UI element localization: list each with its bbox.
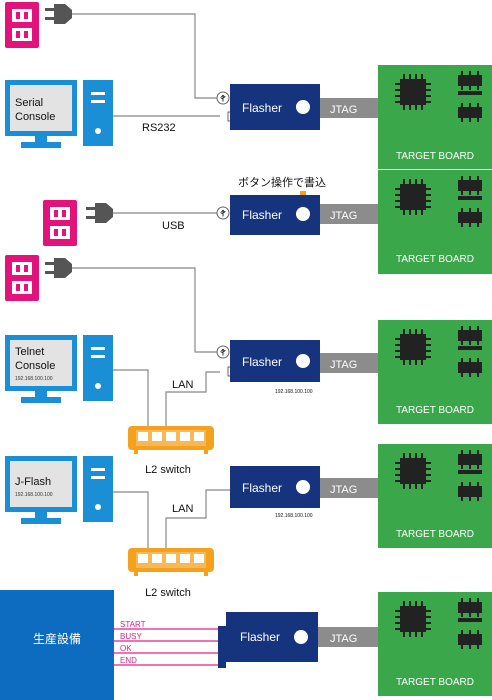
flasher-button (296, 354, 310, 368)
lan-cable-pc (113, 369, 149, 426)
button-write-label: ボタン操作で書込 (238, 175, 326, 189)
network-switch-icon (128, 426, 214, 454)
flasher-label: Flasher (242, 208, 282, 222)
power-outlet-icon (5, 255, 39, 301)
jtag-label: JTAG (330, 210, 357, 222)
power-plug-icon (45, 258, 72, 278)
flasher-label: Flasher (242, 101, 282, 115)
jtag-cable (320, 353, 378, 373)
flasher-label: Flasher (242, 355, 282, 369)
signal-ok-label: OK (120, 644, 132, 653)
target-board-label: TARGET BOARD (396, 151, 474, 162)
pc-ip-label: 192.168.100.100 (15, 492, 53, 498)
pc-label-line1: Serial (15, 97, 43, 109)
pc-label-line2: Console (15, 360, 55, 372)
lan-cable-pc (113, 491, 149, 548)
network-switch-icon (128, 548, 214, 576)
row-jflash: J-Flash 192.168.100.100 LAN L2 switch Fl… (5, 443, 492, 599)
power-outlet-icon (5, 2, 39, 48)
signal-lines (114, 628, 218, 666)
usb-icon (216, 345, 230, 359)
production-equipment (0, 590, 114, 700)
flasher-button (296, 207, 310, 221)
io-connector (218, 626, 226, 668)
power-cable (72, 267, 220, 353)
jtag-label: JTAG (330, 633, 357, 645)
flasher-ip-label: 192.168.100.100 (275, 389, 313, 395)
lan-label: LAN (172, 379, 193, 391)
flasher-button (294, 630, 308, 644)
jtag-label: JTAG (330, 359, 357, 371)
power-cable (72, 13, 220, 99)
production-equipment-label: 生産設備 (33, 631, 81, 646)
target-board-label: TARGET BOARD (396, 529, 474, 540)
lan-label: LAN (172, 503, 193, 515)
power-plug-icon (86, 203, 113, 223)
lan-cable-flasher (165, 371, 220, 426)
desktop-pc-icon (5, 456, 113, 524)
jtag-label: JTAG (330, 104, 357, 116)
flasher-label: Flasher (242, 481, 282, 495)
flasher-label: Flasher (240, 630, 280, 644)
jtag-cable (320, 98, 378, 118)
switch-label: L2 switch (145, 587, 191, 599)
target-board-label: TARGET BOARD (396, 254, 474, 265)
pc-label-line1: Telnet (15, 346, 44, 358)
switch-label: L2 switch (145, 464, 191, 476)
usb-icon (216, 91, 230, 105)
power-plug-icon (45, 4, 72, 24)
row-factory: 生産設備 START BUSY OK END Flasher JTAG TARG… (0, 590, 492, 700)
jtag-cable (320, 478, 378, 498)
row-telnet: Telnet Console 192.168.100.100 LAN L2 sw… (5, 255, 492, 476)
pc-ip-label: 192.168.100.100 (15, 376, 53, 382)
power-outlet-icon (43, 200, 77, 246)
signal-busy-label: BUSY (120, 632, 142, 641)
row-usb: USB ボタン操作で書込 Flasher JTAG TARGET BOARD (43, 169, 492, 275)
flasher-button (296, 100, 310, 114)
pc-label-line1: J-Flash (15, 476, 51, 488)
jtag-label: JTAG (330, 484, 357, 496)
row-serial: Serial Console RS232 Flasher JTAG TARGET… (5, 2, 492, 170)
pc-label-line2: Console (15, 111, 55, 123)
usb-icon (216, 206, 230, 220)
lan-cable-flasher (165, 489, 230, 548)
usb-label: USB (162, 220, 185, 232)
flasher-button (296, 480, 310, 494)
target-board-label: TARGET BOARD (396, 677, 474, 688)
jtag-cable (320, 204, 378, 224)
rs232-label: RS232 (142, 122, 176, 134)
jtag-cable (318, 627, 378, 647)
signal-start-label: START (120, 620, 146, 629)
target-board-label: TARGET BOARD (396, 405, 474, 416)
flasher-ip-label: 192.168.100.100 (275, 513, 313, 519)
signal-end-label: END (120, 656, 137, 665)
